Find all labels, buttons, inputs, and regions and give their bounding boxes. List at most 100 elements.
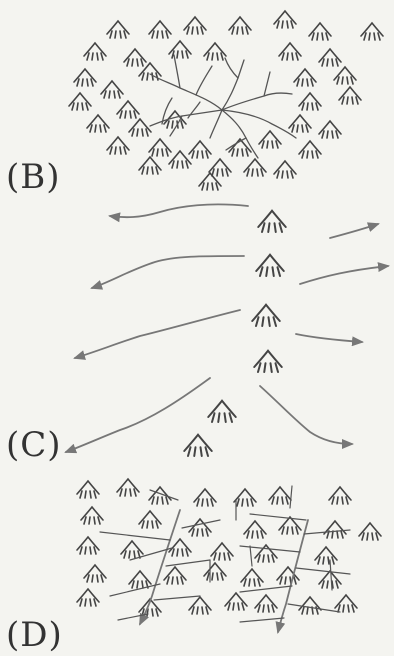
mountain-symbol (168, 149, 192, 169)
mountain-symbol (188, 139, 212, 159)
radial-stream (259, 385, 354, 449)
mountain-symbol (86, 113, 110, 133)
mountain-symbol (68, 91, 92, 111)
dendritic-stream (195, 65, 213, 96)
stream-lines (64, 54, 390, 634)
mountain-symbol (278, 515, 302, 535)
mountain-symbol (288, 113, 312, 133)
mountain-symbol (318, 119, 342, 139)
trellis-tributary (165, 559, 211, 567)
trellis-tributary (99, 531, 171, 541)
mountain-symbol (328, 485, 352, 505)
trellis-tributary (181, 519, 221, 529)
mountain-symbol (128, 569, 152, 589)
mountain-symbol (224, 591, 248, 611)
dendritic-stream (209, 109, 223, 139)
mountain-symbols (68, 9, 384, 617)
mountain-symbol (207, 399, 237, 423)
trellis-trunk (275, 519, 309, 634)
mountain-symbol (83, 563, 107, 583)
trellis-tributary (329, 559, 333, 591)
mountain-symbol (255, 253, 285, 277)
mountain-symbol (243, 157, 267, 177)
trellis-tributary (287, 603, 341, 613)
mountain-symbol (73, 67, 97, 87)
mountain-symbol (188, 517, 212, 537)
trellis-tributary (153, 595, 201, 601)
mountain-symbol (334, 593, 358, 613)
trellis-tributary (289, 485, 293, 509)
dendritic-stream (161, 97, 173, 125)
panel-label-c: (C) (6, 425, 62, 465)
mountain-symbol (228, 15, 252, 35)
radial-stream (295, 333, 364, 347)
trellis-tributary (295, 567, 351, 575)
trellis-tributary (149, 489, 179, 501)
dendritic-stream (149, 73, 223, 111)
radial-stream (299, 262, 390, 285)
mountain-symbol (251, 303, 281, 327)
mountain-symbol (318, 569, 342, 589)
trellis-trunk (139, 509, 181, 626)
trellis-tributary (239, 585, 293, 593)
radial-stream (64, 377, 211, 454)
panel-label-b: (B) (6, 157, 61, 197)
trellis-tributary (239, 617, 285, 623)
mountain-symbol (210, 541, 234, 561)
dendritic-stream (173, 54, 181, 89)
trellis-tributary (117, 613, 149, 621)
dendritic-stream (187, 101, 201, 119)
radial-stream (73, 309, 241, 360)
mountain-symbol (148, 137, 172, 157)
mountain-symbol (148, 485, 172, 505)
mountain-symbol (188, 595, 212, 615)
mountain-symbol (233, 487, 257, 507)
dendritic-stream (169, 115, 183, 137)
dendritic-stream (221, 92, 293, 111)
trellis-tributary (109, 583, 161, 597)
mountain-symbol (314, 545, 338, 565)
mountain-symbol (203, 41, 227, 61)
dendritic-stream (221, 109, 297, 139)
mountain-symbol (163, 565, 187, 585)
mountain-symbol (128, 117, 152, 137)
mountain-symbol (138, 597, 162, 617)
mountain-symbol (258, 129, 282, 149)
mountain-symbol (333, 65, 357, 85)
radial-stream (108, 203, 249, 223)
mountain-symbol (298, 595, 322, 615)
mountain-symbol (268, 485, 292, 505)
mountain-symbol (76, 479, 100, 499)
mountain-symbol (183, 15, 207, 35)
mountain-symbol (276, 565, 300, 585)
panel-label-d: (D) (6, 615, 63, 655)
mountain-symbol (116, 477, 140, 497)
mountain-symbol (318, 47, 342, 67)
mountain-symbol (203, 561, 227, 581)
mountain-symbol (243, 519, 267, 539)
mountain-symbol (183, 433, 213, 457)
radial-stream (329, 222, 380, 239)
mountain-symbol (168, 537, 192, 557)
dendritic-stream (225, 137, 247, 151)
mountain-symbol (198, 171, 222, 191)
mountain-symbol (106, 135, 130, 155)
trellis-tributary (249, 545, 253, 567)
dendritic-stream (263, 71, 271, 97)
trellis-tributary (129, 547, 173, 561)
mountain-symbol (76, 535, 100, 555)
mountain-symbol (298, 91, 322, 111)
mountain-symbol (257, 209, 287, 233)
radial-stream (90, 255, 245, 290)
mountain-symbol (168, 39, 192, 59)
mountain-symbol (80, 505, 104, 525)
mountain-symbol (338, 85, 362, 105)
mountain-symbol (253, 349, 283, 373)
mountain-symbol (148, 19, 172, 39)
dendritic-stream (221, 109, 259, 159)
mountain-symbol (116, 99, 140, 119)
mountain-symbol (358, 521, 382, 541)
mountain-symbol (123, 47, 147, 67)
